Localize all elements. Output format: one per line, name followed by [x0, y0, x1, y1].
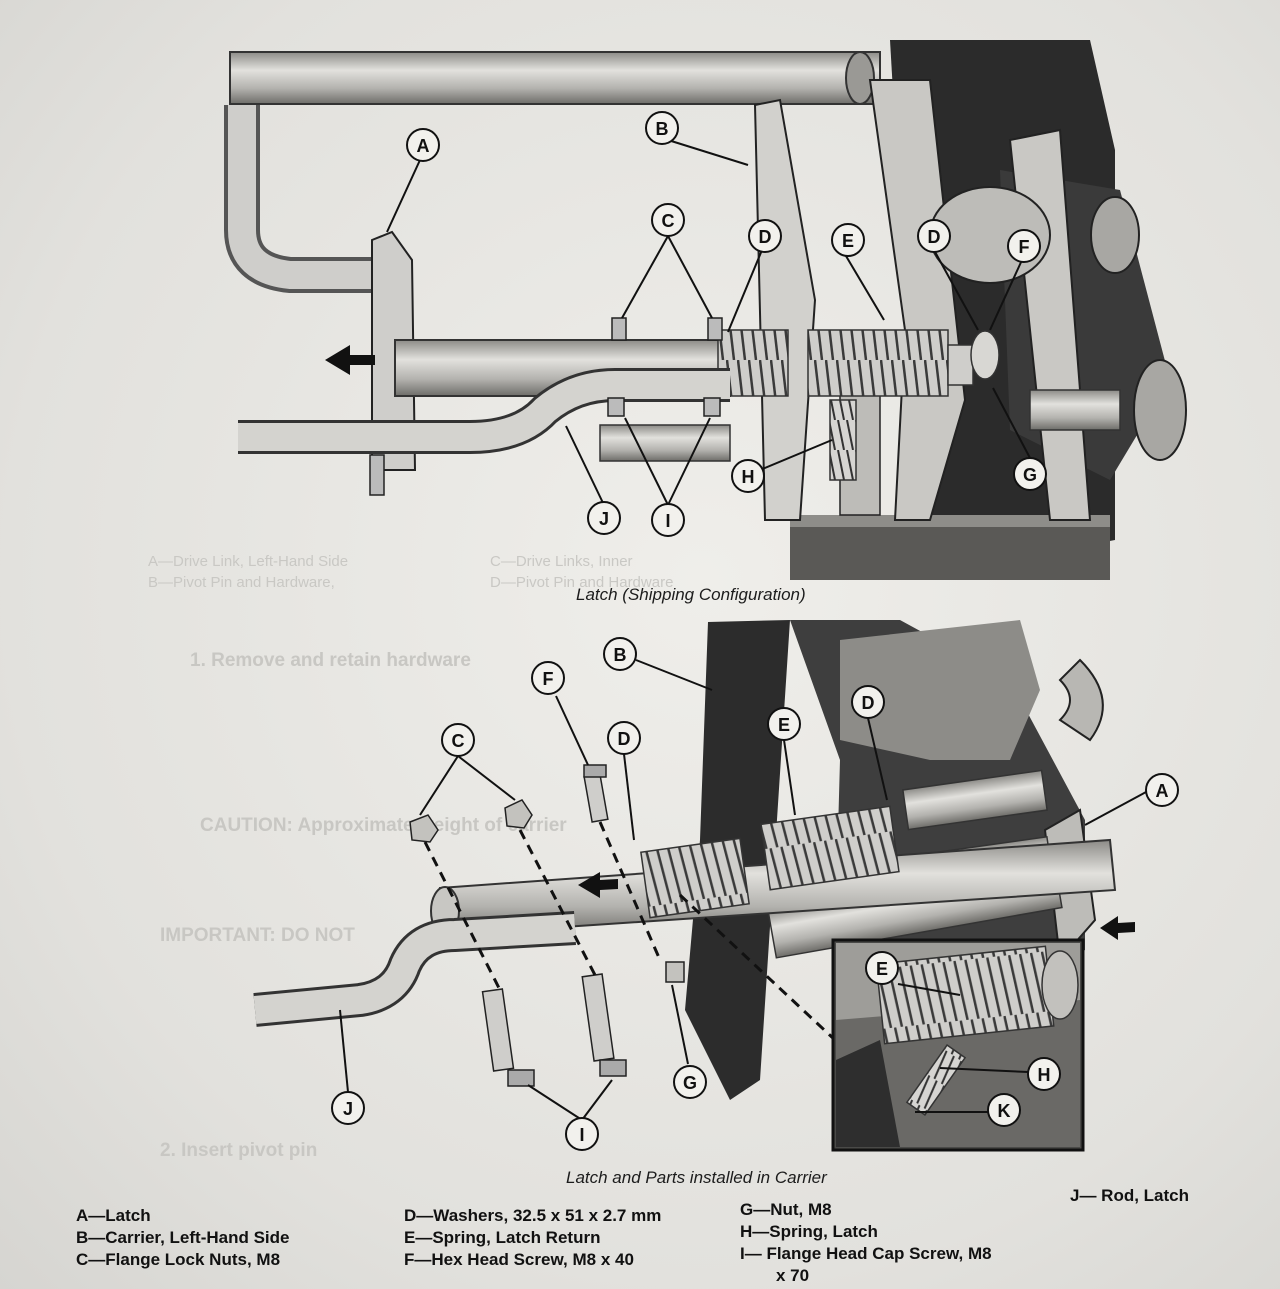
bottom-callout-label: F [543, 669, 554, 689]
bottom-callout-d: D [607, 721, 641, 755]
top-callout-label: F [1019, 237, 1030, 257]
bottom-callout-g: G [673, 1065, 707, 1099]
bleed-text: 2. Insert pivot pin [160, 1140, 318, 1161]
legend-item-i: I— Flange Head Cap Screw, M8 [740, 1244, 992, 1263]
bottom-callout-i: I [565, 1117, 599, 1151]
bottom-callout-label: I [579, 1125, 584, 1145]
legend-item-d: D—Washers, 32.5 x 51 x 2.7 mm [404, 1206, 662, 1225]
bleed-text: A—Drive Link, Left-Hand Side [148, 553, 349, 570]
bottom-callout-j: J [331, 1091, 365, 1125]
legend-item-e: E—Spring, Latch Return [404, 1228, 601, 1247]
bottom-callout-label: J [343, 1099, 353, 1119]
top-callout-e: E [831, 223, 865, 257]
legend-item-j: J— Rod, Latch [1070, 1186, 1190, 1205]
top-callout-label: C [662, 211, 675, 231]
latch-return-spring-2 [807, 329, 949, 397]
top-callout-f: F [1007, 229, 1041, 263]
bottom-callout-label: G [683, 1073, 697, 1093]
latch-return-spring-bottom [640, 837, 750, 919]
top-diagram [224, 40, 1187, 580]
bottom-callout-c: C [441, 723, 475, 757]
bottom-callout-label: D [618, 729, 631, 749]
bottom-callout-label: H [1038, 1065, 1051, 1085]
bleed-text: C—Drive Links, Inner [490, 553, 633, 570]
bottom-callout-label: K [998, 1101, 1011, 1121]
direction-arrow [325, 345, 375, 375]
top-callout-label: J [599, 509, 609, 529]
bottom-callout-e: E [865, 951, 899, 985]
bottom-callout-label: C [452, 731, 465, 751]
caption-bottom: Latch and Parts installed in Carrier [566, 1168, 827, 1187]
bottom-callout-k: K [987, 1093, 1021, 1127]
legend-item-a: A—Latch [76, 1206, 151, 1225]
top-tube [229, 51, 881, 105]
leader-lines-bottom [339, 659, 1147, 1121]
bottom-callout-f: F [531, 661, 565, 695]
top-callout-label: A [417, 136, 430, 156]
top-callout-label: D [928, 227, 941, 247]
bottom-callout-e: E [767, 707, 801, 741]
bent-tube [224, 105, 380, 293]
top-callout-label: E [842, 231, 854, 251]
bleed-text: CAUTION: Approximate weight of carrier [200, 815, 567, 836]
bottom-callout-a: A [1145, 773, 1179, 807]
top-callout-label: I [665, 511, 670, 531]
leader-lines-top [386, 139, 1031, 506]
legend-item-i-cont: x 70 [776, 1266, 810, 1285]
top-callout-c: C [651, 203, 685, 237]
latch-spring [829, 399, 857, 481]
bottom-callout-label: B [614, 645, 627, 665]
top-callout-g: G [1013, 457, 1047, 491]
legend-item-h: H—Spring, Latch [740, 1222, 878, 1241]
top-tube-end [845, 51, 875, 105]
bottom-callout-label: E [876, 959, 888, 979]
legend-item-f: F—Hex Head Screw, M8 x 40 [404, 1250, 634, 1269]
top-callout-b: B [645, 111, 679, 145]
bleed-text: 1. Remove and retain hardware [190, 650, 471, 671]
caption-top: Latch (Shipping Configuration) [576, 585, 806, 604]
top-callout-label: D [759, 227, 772, 247]
top-callout-d: D [917, 219, 951, 253]
legend-item-g: G—Nut, M8 [740, 1200, 832, 1219]
top-callout-j: J [587, 501, 621, 535]
bleed-text: IMPORTANT: DO NOT [160, 925, 355, 946]
top-callout-label: B [656, 119, 669, 139]
top-callout-label: G [1023, 465, 1037, 485]
bleed-text: B—Pivot Pin and Hardware, [148, 574, 335, 591]
callout-labels: A B C D E D F G H J I B F D C E D A E H K G J I [331, 111, 1179, 1151]
bottom-callout-d: D [851, 685, 885, 719]
top-callout-i: I [651, 503, 685, 537]
bottom-callout-b: B [603, 637, 637, 671]
top-callout-label: H [742, 467, 755, 487]
legend-item-c: C—Flange Lock Nuts, M8 [76, 1250, 281, 1269]
top-callout-d: D [748, 219, 782, 253]
bottom-callout-h: H [1027, 1057, 1061, 1091]
carrier-left-hand-side [753, 40, 1187, 580]
bottom-callout-label: A [1156, 781, 1169, 801]
legend-item-b: B—Carrier, Left-Hand Side [76, 1228, 290, 1247]
bottom-callout-label: E [778, 715, 790, 735]
top-callout-a: A [406, 128, 440, 162]
top-callout-h: H [731, 459, 765, 493]
bottom-callout-label: D [862, 693, 875, 713]
bleed-text: D—Pivot Pin and Hardware [490, 574, 674, 591]
